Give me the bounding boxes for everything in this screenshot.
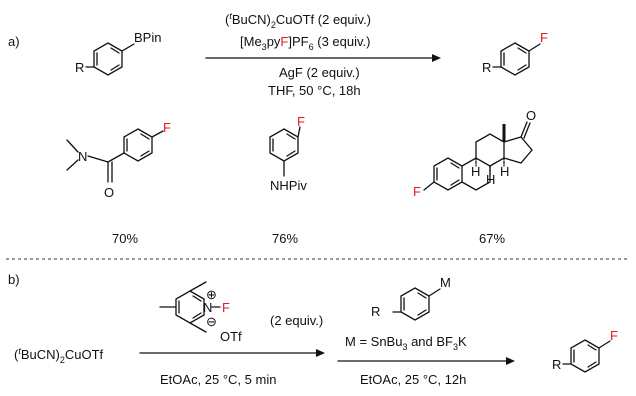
ex3-h2: H	[471, 164, 480, 179]
m-definition: M = SnBu3 and BF3K	[345, 334, 467, 352]
substrate-group-label: BPin	[134, 30, 161, 45]
panel-a-label: a)	[8, 34, 20, 49]
ex3-o: O	[526, 108, 536, 123]
condition-thf: THF, 50 °C, 18h	[268, 83, 361, 98]
product-b-r: R	[552, 357, 561, 372]
condition-b1: EtOAc, 25 °C, 5 min	[160, 372, 276, 387]
condition-agf: AgF (2 equiv.)	[279, 65, 360, 80]
product-r-label: R	[482, 60, 491, 75]
pyr-plus: ⊕	[206, 287, 217, 302]
ex3-h1: H	[486, 172, 495, 187]
ex1-n: N	[78, 149, 87, 164]
yield-1: 70%	[112, 231, 138, 246]
yield-3: 67%	[479, 231, 505, 246]
example-benzamide: N O F	[66, 120, 171, 200]
reaction-arrow-a	[205, 54, 441, 62]
pyr-n: N	[203, 300, 212, 315]
aryl-metal-reagent: M R	[371, 275, 451, 321]
example-anilide: F NHPiv	[269, 114, 307, 193]
reaction-arrow-b1	[139, 349, 325, 357]
ex3-f: F	[413, 184, 421, 199]
ex1-f: F	[163, 120, 171, 135]
product-f-label: F	[540, 30, 548, 45]
condition-b2: EtOAc, 25 °C, 12h	[360, 372, 466, 387]
aryl-r-label: R	[371, 304, 380, 319]
reagent-pyf-line: [Me3pyF]PF6 (3 equiv.)	[240, 34, 370, 52]
yield-2: 76%	[272, 231, 298, 246]
product-b-f: F	[610, 328, 618, 343]
reagent-cu-line: (tBuCN)2CuOTf (2 equiv.)	[225, 11, 371, 30]
ex3-h3: H	[500, 164, 509, 179]
cu-reagent-b: (tBuCN)2CuOTf	[14, 346, 104, 365]
product-aryl-fluoride-a: F R	[482, 30, 548, 76]
fluoropyridinium-reagent: N ⊕ F ⊖ OTf	[159, 281, 242, 344]
pyr-minus: ⊖	[206, 314, 217, 329]
ex2-nhpiv: NHPiv	[270, 178, 307, 193]
example-estrone: F O H H H	[413, 108, 536, 199]
aryl-m-label: M	[440, 275, 451, 290]
ex1-o: O	[104, 185, 114, 200]
pyr-otf: OTf	[220, 329, 242, 344]
pyr-f: F	[222, 300, 230, 315]
equiv-label: (2 equiv.)	[270, 313, 323, 328]
substrate-r-label: R	[75, 60, 84, 75]
substrate-aryl-bpin: BPin R	[75, 30, 161, 76]
panel-b-label: b)	[8, 272, 20, 287]
ex2-f: F	[297, 114, 305, 129]
product-aryl-fluoride-b: F R	[552, 328, 618, 373]
reaction-arrow-b2	[337, 357, 515, 365]
